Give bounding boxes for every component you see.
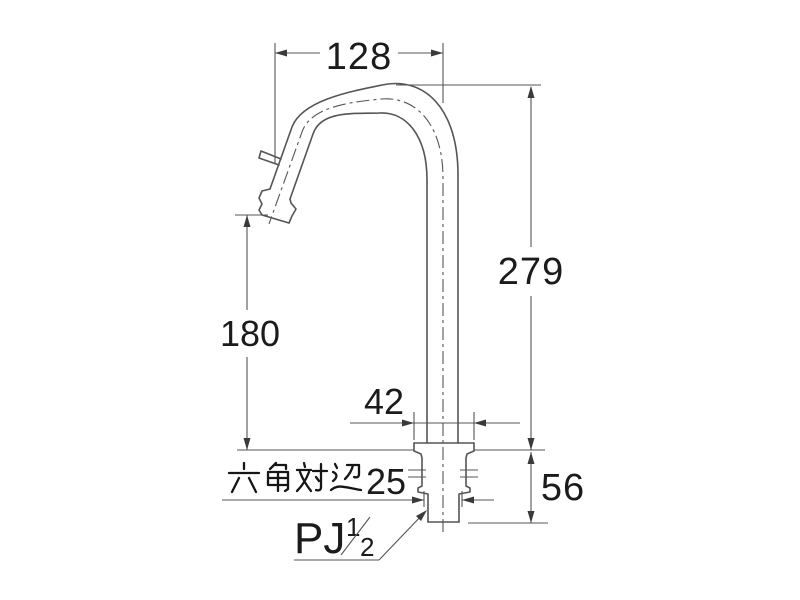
faucet-inner-wall (289, 112, 428, 444)
arrowhead-up (527, 452, 535, 464)
arrowhead-left (275, 49, 287, 57)
leader-line (378, 512, 425, 561)
kanji-hen (329, 462, 363, 492)
arrowhead-right (402, 419, 414, 427)
arrowhead-up (243, 215, 251, 227)
hex-across-flats-kanji (227, 461, 363, 494)
arrowhead-right (412, 496, 424, 504)
fraction-slash (340, 516, 371, 556)
dimension-hex-across-flats: 25 (222, 461, 494, 507)
dimension-label-top-width: 128 (326, 36, 392, 78)
kanji-roku (227, 461, 261, 494)
dimension-label-overall-height: 279 (498, 251, 564, 293)
spout-tab (258, 150, 282, 166)
arrowhead-down (527, 438, 535, 450)
arrowhead-down (527, 511, 535, 523)
dimension-overall-height: 279 (396, 84, 564, 450)
arrowhead-right (431, 49, 443, 57)
faucet-centerline (268, 98, 444, 532)
arrowhead-down (243, 438, 251, 450)
dimension-label-flange-width: 42 (364, 381, 404, 422)
arrowhead-left (474, 419, 486, 427)
leader-arrowhead (416, 510, 427, 521)
hex-flat-ticks (408, 469, 478, 478)
base-right-profile (458, 442, 475, 523)
thread-label-pj: PJ (294, 514, 345, 563)
dimension-label-spout-height: 180 (220, 313, 280, 354)
dimension-spout-height: 180 (220, 214, 280, 450)
thread-fraction-denominator: 2 (360, 532, 374, 562)
dimension-label-hex-value: 25 (366, 461, 406, 502)
dimension-label-below-deck: 56 (541, 467, 585, 509)
dimension-top-width: 128 (274, 36, 444, 163)
arrowhead-up (527, 86, 535, 98)
thread-fraction-numerator: 1 (346, 512, 360, 542)
kanji-kaku (266, 461, 290, 493)
spout-tip-aerator (258, 188, 297, 224)
arrowhead-left (462, 496, 474, 504)
dimension-flange-width: 42 (350, 381, 520, 440)
faucet-outer-wall (269, 82, 459, 444)
faucet-body (258, 82, 478, 532)
thread-callout: PJ 1 2 (294, 510, 427, 563)
dimension-below-deck: 56 (468, 452, 585, 524)
kanji-tai (295, 461, 329, 493)
base-left-profile (413, 442, 429, 523)
